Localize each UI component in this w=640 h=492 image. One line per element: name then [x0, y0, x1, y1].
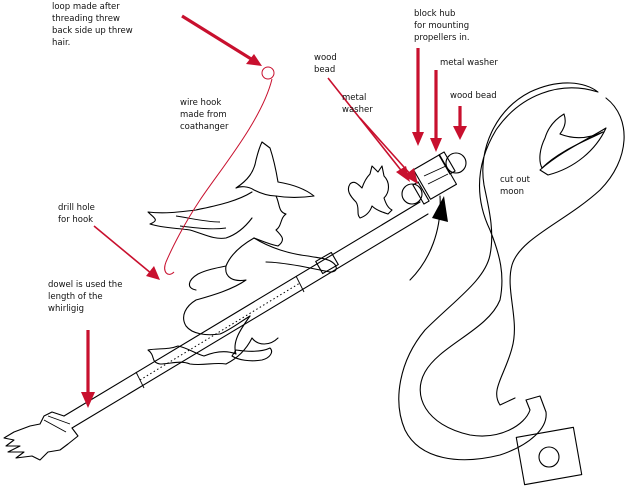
curved-assembly-arrow — [409, 195, 441, 281]
label-dowel-line-3: whirligig — [48, 304, 84, 314]
label-dowel: dowel is used the length of the whirligi… — [48, 280, 122, 314]
witch-silhouette — [147, 141, 339, 366]
label-metal-washer-mid-line-1: metal — [342, 93, 366, 103]
dowel — [63, 201, 429, 429]
label-wood-bead-top-line-2: bead — [314, 65, 335, 75]
wire-hook — [164, 66, 275, 275]
callout-arrows — [81, 14, 467, 408]
curved-arrow-head-icon — [432, 196, 448, 222]
arrow-loop — [181, 14, 257, 64]
label-wood-bead-right: wood bead — [450, 91, 497, 101]
label-metal-washer-top: metal washer — [440, 58, 498, 68]
moon-hub-block — [515, 426, 583, 486]
label-wire-hook-line-2: made from — [180, 110, 227, 120]
label-cut-out-moon-line-2: moon — [500, 187, 524, 197]
label-cut-out-moon: cut out moon — [500, 175, 531, 197]
label-dowel-line-1: dowel is used the — [48, 280, 122, 290]
broom-bristles — [3, 411, 79, 461]
label-block-hub-line-2: for mounting — [414, 21, 469, 31]
label-loop: loop made after threading threw back sid… — [52, 2, 133, 48]
label-loop-line-1: loop made after — [52, 2, 120, 12]
label-loop-line-3: back side up threw — [52, 26, 133, 36]
label-metal-washer-mid-line-2: washer — [342, 105, 373, 115]
metal-washer-2 — [438, 151, 456, 175]
label-drill-hole: drill hole for hook — [58, 203, 95, 225]
arrow-wood-bead-top — [327, 77, 405, 175]
label-wire-hook-line-3: coathanger — [180, 122, 229, 132]
metal-washer-1 — [412, 181, 430, 205]
label-block-hub: block hub for mounting propellers in. — [414, 9, 470, 43]
bat-moon-cutout — [539, 113, 607, 176]
label-loop-line-2: threading threw — [52, 14, 120, 24]
label-block-hub-line-3: propellers in. — [414, 33, 470, 43]
label-loop-line-4: hair. — [52, 38, 70, 48]
arrow-metal-washer-mid — [359, 117, 413, 177]
arrow-drill-hole — [93, 225, 153, 275]
cat-silhouette — [347, 165, 393, 219]
wood-bead-2 — [445, 152, 467, 174]
label-dowel-line-2: length of the — [48, 292, 103, 302]
label-wood-bead-top: wood bead — [314, 53, 337, 75]
label-drill-hole-line-1: drill hole — [58, 203, 95, 213]
label-drill-hole-line-2: for hook — [58, 215, 93, 225]
label-wire-hook-line-1: wire hook — [180, 98, 221, 108]
moon-blade — [398, 82, 625, 461]
label-metal-washer-mid: metal washer — [342, 93, 373, 115]
label-wood-bead-top-line-1: wood — [314, 53, 337, 63]
label-cut-out-moon-line-1: cut out — [500, 175, 531, 185]
label-wire-hook: wire hook made from coathanger — [180, 98, 229, 132]
wood-bead-1 — [401, 183, 423, 205]
hub-assembly — [401, 151, 467, 205]
label-block-hub-line-1: block hub — [414, 9, 455, 19]
